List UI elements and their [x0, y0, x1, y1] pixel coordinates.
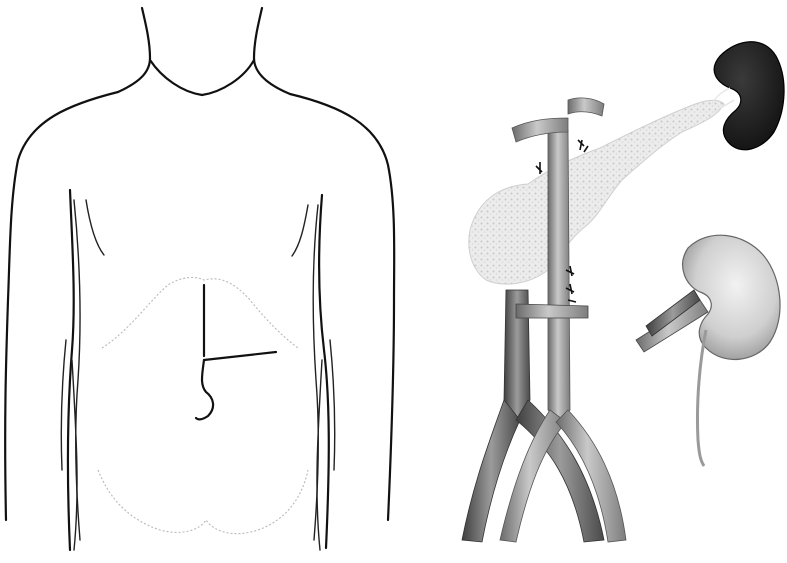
anatomy-panel	[462, 42, 784, 542]
right-arm-crease	[330, 340, 335, 470]
torso-outline	[5, 8, 394, 550]
neck-right-line	[254, 8, 290, 94]
right-flank	[292, 205, 308, 256]
right-side-waist	[317, 360, 322, 550]
left-side-waist	[72, 360, 77, 550]
ureter	[697, 330, 706, 466]
transverse-incision	[204, 352, 276, 360]
aorta	[548, 130, 570, 425]
celiac-stub	[568, 98, 604, 116]
suture-upper	[578, 140, 588, 152]
collar-line	[150, 60, 254, 95]
kidney-light	[636, 235, 780, 466]
kidney-dark-shape	[714, 42, 784, 150]
renal-anastomosis	[516, 304, 588, 318]
umbilicus-curve	[196, 360, 213, 419]
surgical-incision	[196, 285, 276, 419]
pancreas-duct-stitch	[536, 162, 542, 174]
kidney-dark	[712, 42, 784, 150]
left-flank	[86, 200, 104, 255]
pelvis-outline	[98, 470, 308, 534]
left-arm-crease	[61, 340, 66, 470]
right-shoulder	[290, 94, 394, 520]
rib-margin	[102, 277, 298, 348]
neck-left-line	[118, 8, 150, 92]
